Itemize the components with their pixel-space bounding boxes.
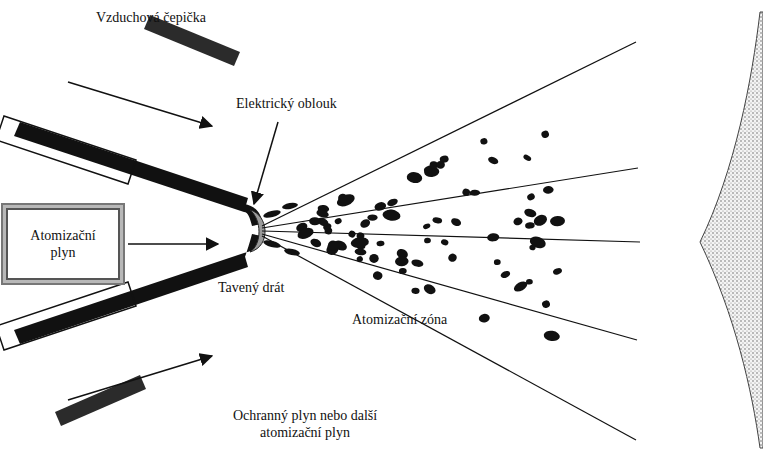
spray-particle — [550, 216, 565, 227]
spray-particle — [528, 234, 547, 250]
spray-particle — [541, 299, 551, 308]
gas-inlet-box: Atomizační plyn — [6, 208, 120, 280]
spray-particle — [372, 270, 383, 280]
spray-particle — [522, 154, 532, 163]
spray-particle — [334, 217, 343, 225]
spray-particle — [487, 232, 500, 242]
spray-particle — [461, 187, 471, 197]
spray-particle — [540, 130, 550, 139]
part-label: Ochranný plyn nebo další atomizační plyn — [205, 408, 405, 442]
spray-particle — [373, 201, 387, 212]
spray-particle — [411, 287, 420, 294]
spray-particle — [523, 207, 537, 218]
spray-particle — [469, 190, 480, 197]
spray-particle — [450, 217, 462, 228]
spray-particle — [526, 192, 536, 201]
spray-particle — [356, 255, 364, 263]
spray-particle — [376, 240, 385, 246]
spray-particle — [478, 313, 490, 323]
spray-particle — [512, 279, 529, 293]
spray-particle — [411, 258, 424, 268]
spray-particle — [525, 222, 535, 229]
wire-sleeve-top — [0, 116, 136, 184]
spray-particle — [338, 193, 348, 203]
spray-particle — [513, 216, 524, 226]
spray-particle — [480, 138, 488, 146]
spray-particle — [422, 282, 437, 296]
spray-particle — [487, 155, 499, 165]
spray-particle — [354, 248, 366, 256]
spray-particle — [406, 171, 423, 184]
spray-particle — [552, 267, 563, 276]
spray-particle — [386, 197, 399, 207]
spray-particle — [432, 217, 443, 224]
spray-particle — [422, 222, 431, 230]
spray-particle — [369, 254, 378, 263]
flow-arrow — [68, 356, 212, 400]
spray-particle — [500, 270, 512, 280]
spray-particle — [335, 192, 356, 209]
spray-particle — [296, 226, 315, 241]
spray-particle — [367, 214, 377, 220]
spray-particle — [543, 186, 554, 194]
spray-particle — [424, 238, 431, 244]
spray-particle — [447, 252, 458, 263]
spray-particle — [316, 209, 330, 219]
part-label: Atomizační zóna — [352, 312, 447, 329]
spray-particle — [309, 237, 322, 249]
substrate-deposit — [700, 12, 763, 448]
wire-sleeve-bottom — [0, 282, 136, 350]
spray-particle — [543, 330, 560, 342]
part-label: Elektrický oblouk — [236, 96, 337, 113]
spray-particle — [350, 236, 369, 249]
spray-particles — [295, 130, 565, 343]
box-text: Atomizační plyn — [18, 227, 108, 262]
melt-drops — [263, 202, 301, 257]
spray-particle — [529, 245, 535, 251]
leader-arrow — [254, 122, 278, 204]
spray-particle — [532, 213, 549, 228]
spray-particle — [326, 240, 343, 252]
part-label: Tavený drát — [218, 280, 284, 297]
spray-particle — [399, 268, 407, 275]
flow-arrow — [68, 82, 212, 126]
spray-particle — [309, 217, 321, 225]
spray-particle — [395, 256, 409, 266]
spray-particle — [494, 259, 501, 265]
part-label: Vzduchová čepička — [96, 10, 206, 27]
spray-particle — [440, 238, 449, 246]
spray-particle — [347, 229, 356, 238]
wire-top — [14, 122, 248, 212]
spray-particle — [382, 209, 401, 222]
spray-particle — [436, 161, 445, 169]
gas-arrow — [128, 243, 218, 245]
